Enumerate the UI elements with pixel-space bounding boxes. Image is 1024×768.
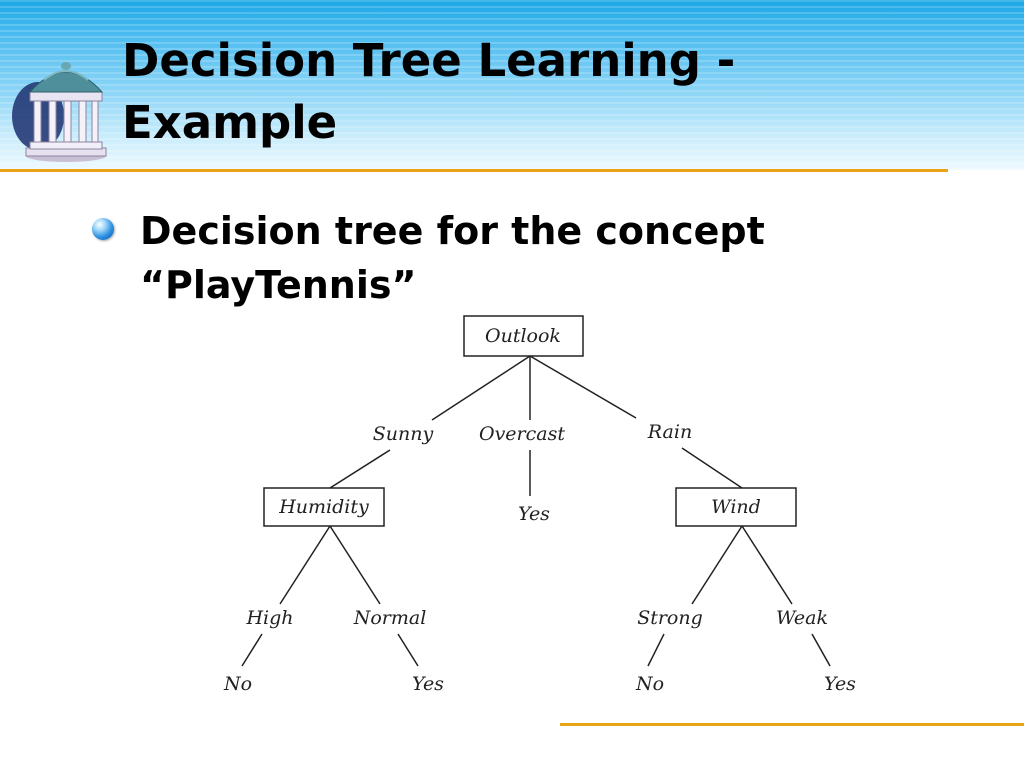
leaf-strong-no: No bbox=[635, 673, 664, 695]
node-outlook-label: Outlook bbox=[485, 325, 561, 347]
edge-weak-yes bbox=[811, 633, 831, 667]
branch-strong-label: Strong bbox=[637, 607, 703, 629]
bullet-sphere-icon bbox=[92, 218, 114, 240]
edge-strong-no bbox=[647, 633, 665, 667]
decision-tree-diagram: Outlook Sunny Overcast Rain Humidity Yes… bbox=[223, 315, 856, 695]
node-wind-box bbox=[675, 487, 797, 527]
leaf-overcast-yes: Yes bbox=[518, 503, 550, 525]
title-line-2: Example bbox=[122, 96, 338, 149]
bullet-line-2: “PlayTennis” bbox=[140, 263, 417, 307]
header-divider bbox=[0, 169, 948, 172]
header-band bbox=[0, 0, 1024, 170]
bullet-text: Decision tree for the concept “PlayTenni… bbox=[140, 204, 900, 312]
edge-high-no bbox=[241, 633, 263, 667]
branch-high-label: High bbox=[245, 607, 293, 629]
branch-sunny-label: Sunny bbox=[373, 423, 434, 445]
header-stripes bbox=[0, 0, 1024, 170]
branch-weak-label: Weak bbox=[776, 607, 828, 629]
leaf-high-no: No bbox=[223, 673, 252, 695]
edge-outlook-rain bbox=[529, 355, 637, 419]
branch-overcast-label: Overcast bbox=[479, 423, 565, 445]
branch-rain-label: Rain bbox=[647, 421, 692, 443]
edge-wind-strong bbox=[691, 525, 743, 605]
edge-outlook-sunny bbox=[431, 355, 531, 421]
node-humidity-label: Humidity bbox=[278, 496, 369, 518]
edge-humidity-normal bbox=[329, 525, 381, 605]
bullet-line-1: Decision tree for the concept bbox=[140, 209, 765, 253]
branch-normal-label: Normal bbox=[353, 607, 427, 629]
leaf-weak-yes: Yes bbox=[824, 673, 856, 695]
edge-humidity-high bbox=[279, 525, 331, 605]
old-well-gazebo-icon bbox=[12, 62, 107, 162]
edge-sunny-humidity bbox=[329, 449, 391, 489]
footer-divider bbox=[560, 723, 1024, 726]
slide-title: Decision Tree Learning - Example bbox=[122, 30, 922, 154]
edge-normal-yes bbox=[397, 633, 419, 667]
edge-wind-weak bbox=[741, 525, 793, 605]
leaf-normal-yes: Yes bbox=[412, 673, 444, 695]
node-outlook-box bbox=[463, 315, 584, 357]
node-wind-label: Wind bbox=[711, 496, 761, 518]
node-humidity-box bbox=[263, 487, 385, 527]
edge-rain-wind bbox=[681, 447, 743, 489]
title-line-1: Decision Tree Learning - bbox=[122, 34, 736, 87]
